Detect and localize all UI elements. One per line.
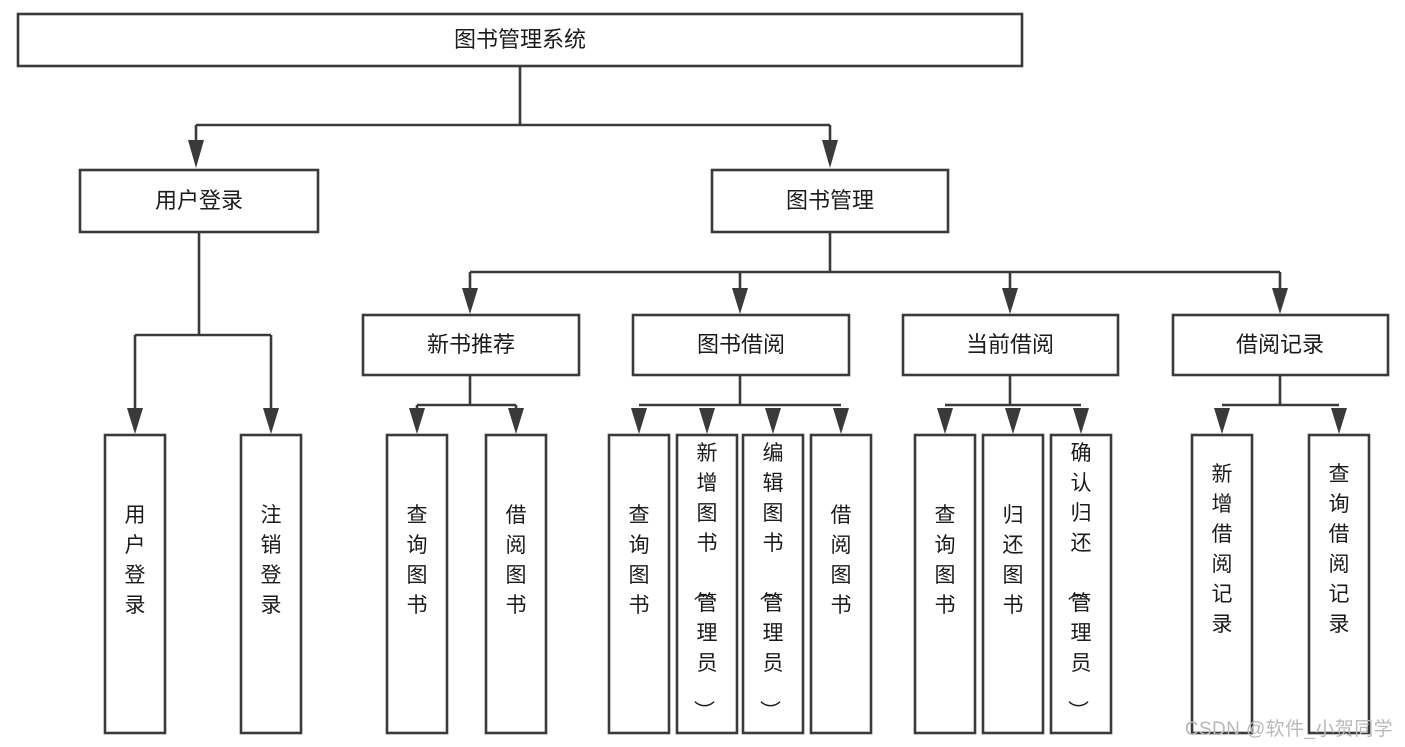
arrow-br-to-leaf-1: [1214, 408, 1230, 434]
arrow-ul-to-leaf-1: [127, 408, 143, 434]
csdn-watermark: CSDN @软件_小贺同学: [1184, 719, 1393, 740]
connector-layer: [127, 66, 1347, 434]
leaf-node[interactable]: 新增借阅记录: [1190, 433, 1254, 735]
arrow-bm-to-new-book: [462, 288, 478, 314]
leaf-node[interactable]: 查询图书: [913, 433, 977, 735]
leaf-bb-edit-book-box[interactable]: [741, 433, 805, 735]
leaf-cb-query-book-label: 查询图书: [935, 504, 956, 617]
leaf-bb-borrow-book-label: 借阅图书: [831, 504, 852, 617]
leaf-cb-query-book-box[interactable]: [913, 433, 977, 735]
arrow-nb-to-leaf-1: [409, 408, 425, 434]
leaf-user-login-box[interactable]: [103, 433, 167, 735]
leaf-nb-query-book-label: 查询图书: [407, 504, 428, 617]
leaf-br-add-record-label: 新增借阅记录: [1212, 463, 1233, 636]
leaf-node[interactable]: 注销登录: [239, 433, 303, 735]
leaf-br-query-record-box[interactable]: [1307, 433, 1371, 735]
leaf-bb-query-book-label: 查询图书: [629, 504, 650, 617]
node-user-login-box[interactable]: [78, 168, 320, 234]
node-current-borrow-label: 当前借阅: [966, 332, 1054, 357]
leaf-bb-query-book-box[interactable]: [607, 433, 671, 735]
arrow-bb-to-leaf-1: [631, 408, 647, 434]
leaf-bb-add-book-box[interactable]: [675, 433, 739, 735]
leaf-cb-return-book-label: 归还图书: [1003, 504, 1024, 617]
arrow-bb-to-leaf-2: [699, 408, 715, 434]
leaf-logout-label: 注销登录: [261, 504, 282, 617]
node-book-manage-label: 图书管理: [786, 188, 874, 213]
leaf-cb-confirm-return-box[interactable]: [1049, 433, 1113, 735]
arrow-cb-to-leaf-3: [1073, 408, 1089, 434]
leaf-node[interactable]: 查询图书: [607, 433, 671, 735]
node-book-borrow-label: 图书借阅: [697, 332, 785, 357]
arrow-root-to-book-manage: [822, 140, 838, 168]
leaf-node[interactable]: 编辑图书（管理员）: [741, 433, 805, 735]
leaf-node[interactable]: 查询图书: [385, 433, 449, 735]
arrow-cb-to-leaf-1: [937, 408, 953, 434]
node-borrow-record-label: 借阅记录: [1236, 332, 1324, 357]
node-book-borrow[interactable]: 图书借阅: [631, 313, 851, 377]
arrow-bm-to-book-borrow: [732, 288, 748, 314]
arrow-root-to-user-login: [188, 140, 204, 168]
node-user-login-label: 用户登录: [155, 188, 243, 213]
leaf-node[interactable]: 归还图书: [981, 433, 1045, 735]
node-borrow-record[interactable]: 借阅记录: [1171, 313, 1390, 377]
arrow-ul-to-leaf-2: [263, 408, 279, 434]
node-user-login[interactable]: 用户登录: [78, 168, 320, 234]
arrow-bm-to-current-borrow: [1002, 288, 1018, 314]
leaf-cb-return-book-box[interactable]: [981, 433, 1045, 735]
node-current-borrow-box[interactable]: [901, 313, 1120, 377]
leaf-node[interactable]: 用户登录: [103, 433, 167, 735]
leaf-br-add-record-box[interactable]: [1190, 433, 1254, 735]
leaf-node[interactable]: 借阅图书: [809, 433, 873, 735]
arrow-nb-to-leaf-2: [508, 408, 524, 434]
leaf-bb-borrow-book-box[interactable]: [809, 433, 873, 735]
node-book-borrow-box[interactable]: [631, 313, 851, 377]
arrow-bb-to-leaf-4: [833, 408, 849, 434]
node-borrow-record-box[interactable]: [1171, 313, 1390, 377]
leaf-nb-query-book-box[interactable]: [385, 433, 449, 735]
leaf-cb-confirm-return-label: 确认归还（管理员）: [1066, 442, 1092, 721]
leaf-logout-box[interactable]: [239, 433, 303, 735]
node-new-book-recommend[interactable]: 新书推荐: [361, 313, 581, 377]
node-root-label: 图书管理系统: [454, 27, 586, 52]
leaf-node[interactable]: 借阅图书: [484, 433, 548, 735]
arrow-bb-to-leaf-3: [765, 408, 781, 434]
node-book-manage[interactable]: 图书管理: [710, 168, 950, 234]
node-root-box[interactable]: [16, 12, 1024, 68]
arrow-cb-to-leaf-2: [1005, 408, 1021, 434]
leaf-node[interactable]: 确认归还（管理员）: [1049, 433, 1113, 735]
leaf-nb-borrow-book-box[interactable]: [484, 433, 548, 735]
node-book-manage-box[interactable]: [710, 168, 950, 234]
node-new-book-recommend-box[interactable]: [361, 313, 581, 377]
leaf-node[interactable]: 新增图书（管理员）: [675, 433, 739, 735]
leaf-node[interactable]: 查询借阅记录: [1307, 433, 1371, 735]
leaf-br-query-record-label: 查询借阅记录: [1329, 463, 1350, 636]
node-current-borrow[interactable]: 当前借阅: [901, 313, 1120, 377]
leaf-nb-borrow-book-label: 借阅图书: [506, 504, 527, 617]
arrow-br-to-leaf-2: [1331, 408, 1347, 434]
leaf-bb-edit-book-label: 编辑图书（管理员）: [758, 442, 784, 721]
node-new-book-recommend-label: 新书推荐: [427, 332, 515, 357]
leaf-bb-add-book-label: 新增图书（管理员）: [692, 442, 718, 721]
arrow-bm-to-borrow-record: [1272, 288, 1288, 314]
node-root[interactable]: 图书管理系统: [16, 12, 1024, 68]
leaf-user-login-label: 用户登录: [125, 504, 146, 617]
